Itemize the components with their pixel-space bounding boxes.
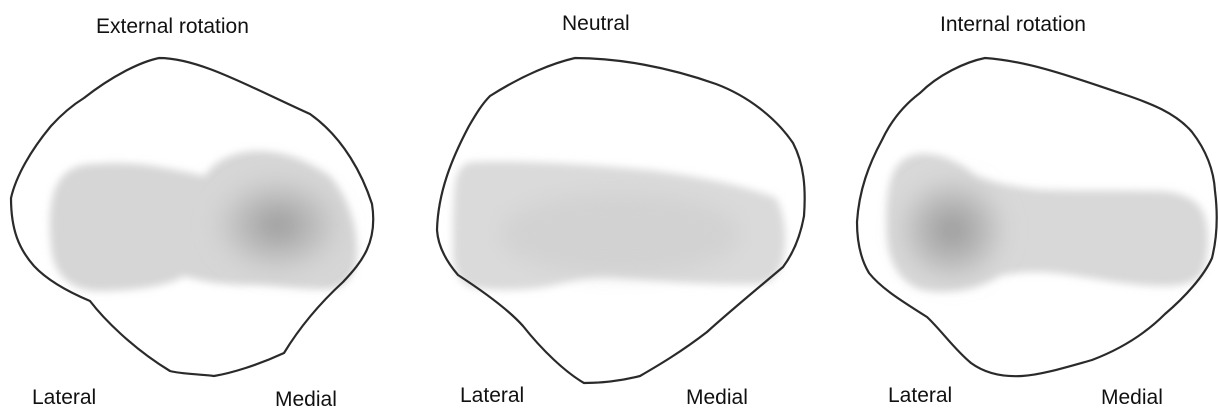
lateral-label-neutral: Lateral xyxy=(460,384,524,408)
panel-title-internal-rotation: Internal rotation xyxy=(940,13,1086,37)
high-pressure-zone-external xyxy=(206,171,350,279)
panel-title-neutral: Neutral xyxy=(562,12,630,36)
mild-pressure-zone-neutral xyxy=(500,192,740,276)
panel-external-rotation xyxy=(11,58,373,376)
panel-internal-rotation xyxy=(857,58,1217,376)
medial-label-internal: Medial xyxy=(1101,386,1163,410)
lateral-label-external: Lateral xyxy=(32,386,96,410)
medial-label-neutral: Medial xyxy=(686,386,748,410)
lateral-label-internal: Lateral xyxy=(888,384,952,408)
medial-label-external: Medial xyxy=(275,388,337,412)
panel-neutral xyxy=(437,58,805,383)
panel-title-external-rotation: External rotation xyxy=(96,15,249,39)
high-pressure-zone-internal xyxy=(892,172,1012,288)
